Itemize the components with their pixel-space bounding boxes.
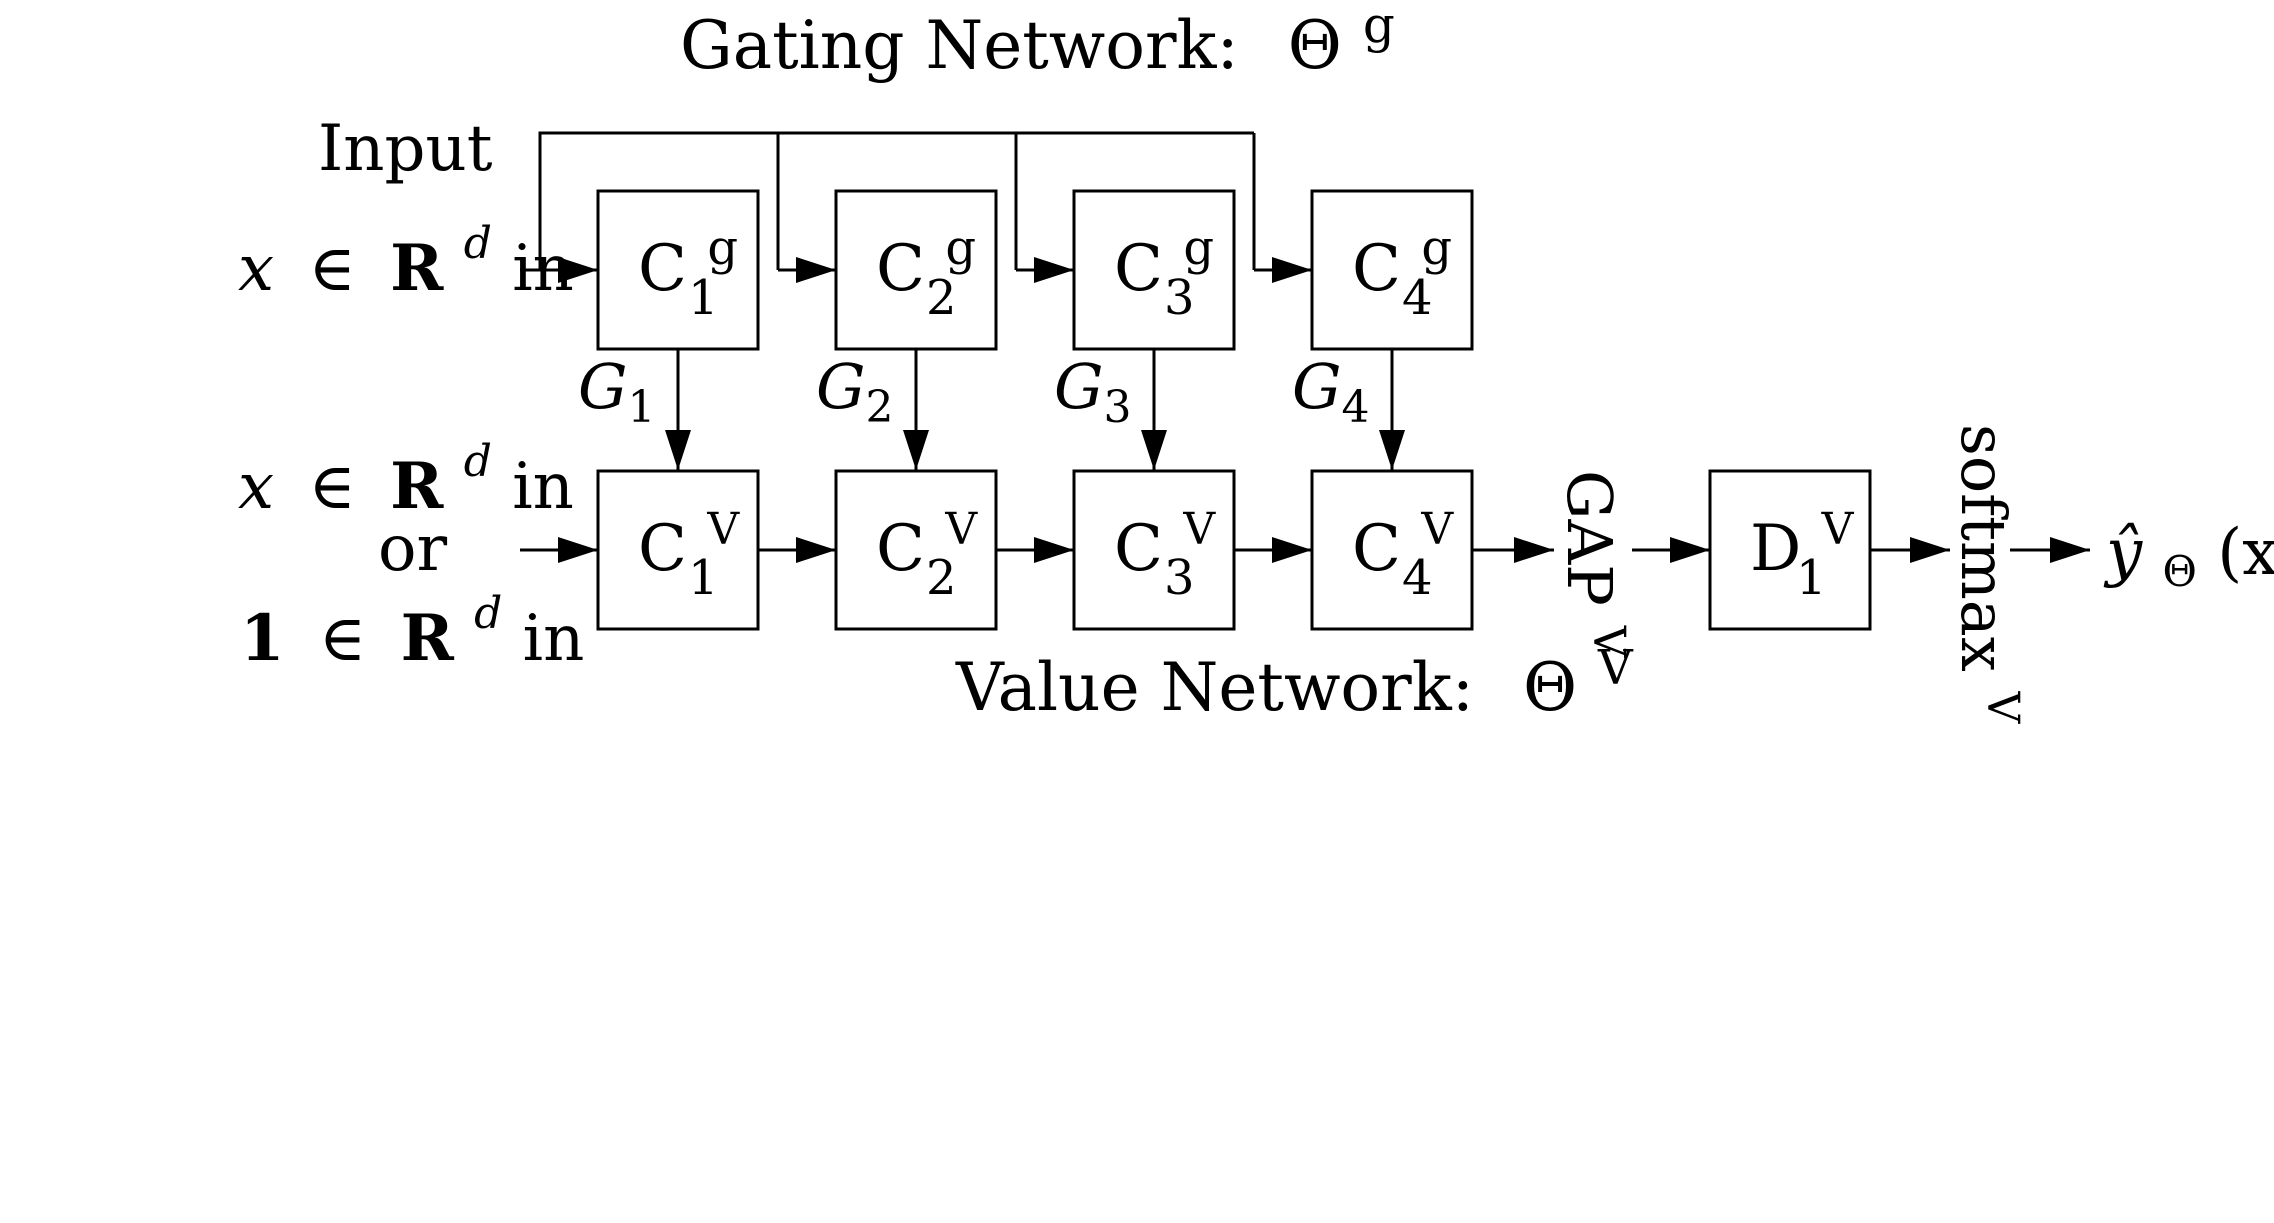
value-block-3-base: C — [1114, 512, 1163, 586]
gating-block-2: C g 2 — [834, 189, 998, 351]
gating-block-2-sub: 2 — [926, 270, 957, 326]
gating-network-label: Gating Network: — [680, 7, 1239, 84]
gate-label-2: G2 — [816, 350, 894, 433]
gating-block-3-sup: g — [1183, 220, 1214, 276]
softmax-sup: V — [1977, 690, 2028, 724]
reals-symbol: R — [401, 601, 455, 676]
gating-block-3-base: C — [1114, 232, 1163, 306]
value-block-3: C V 3 — [1072, 469, 1236, 631]
value-block-2-sub: 2 — [926, 550, 957, 606]
gate-label-3: G3 — [1054, 350, 1132, 433]
reals-symbol: R — [390, 231, 444, 306]
dimension-in: in — [523, 602, 585, 676]
input-x-symbol: x — [238, 232, 274, 306]
gating-block-3: C g 3 — [1072, 189, 1236, 351]
dimension-d: d — [464, 436, 492, 487]
output-label: ŷ Θ (x) — [2103, 516, 2274, 602]
value-theta-symbol: Θ — [1523, 649, 1577, 726]
dimension-d: d — [464, 218, 492, 269]
value-block-2-sup: V — [944, 504, 978, 555]
value-block-1: C V 1 — [596, 469, 760, 631]
output-theta-sub: Θ — [2163, 547, 2197, 596]
svg-text:C V 4: C V 4 — [1352, 486, 1473, 606]
gating-theta-symbol: Θ — [1288, 7, 1342, 84]
softmax-label: softmax V — [1947, 424, 2028, 724]
dense-block-sub: 1 — [1796, 550, 1827, 606]
value-block-4-base: C — [1352, 512, 1401, 586]
or-label: or — [378, 512, 448, 586]
gating-block-4-sup: g — [1421, 220, 1452, 276]
value-network-title: Value Network: Θ V — [955, 640, 1634, 726]
gating-theta-sup: g — [1363, 0, 1395, 54]
value-network-label: Value Network: — [955, 649, 1474, 726]
gap-text: GAP — [1553, 470, 1626, 606]
svg-text:C g 3: C g 3 — [1114, 206, 1234, 326]
gating-block-1-sub: 1 — [688, 270, 719, 326]
value-block-1-sub: 1 — [688, 550, 719, 606]
element-of-symbol: ∈ — [308, 450, 355, 524]
dimension-d: d — [474, 588, 502, 639]
output-arg: (x) — [2217, 516, 2274, 590]
reals-symbol: R — [390, 449, 444, 524]
output-y-hat: ŷ — [2103, 516, 2143, 590]
ones-vector-symbol: 1 — [240, 601, 285, 676]
gate-label-1: G1 — [578, 350, 656, 433]
value-block-2: C V 2 — [834, 469, 998, 631]
gating-block-2-sup: g — [945, 220, 976, 276]
value-block-4-sub: 4 — [1402, 550, 1433, 606]
svg-text:C V 2: C V 2 — [876, 486, 997, 606]
gating-input-bus — [538, 131, 1256, 270]
value-block-1-sup: V — [706, 504, 740, 555]
value-block-1-base: C — [638, 512, 687, 586]
value-block-3-sup: V — [1182, 504, 1216, 555]
element-of-symbol: ∈ — [319, 602, 366, 676]
value-block-2-base: C — [876, 512, 925, 586]
svg-text:C V 1: C V 1 — [638, 486, 759, 606]
gating-block-1-base: C — [638, 232, 687, 306]
value-block-4-sup: V — [1420, 504, 1454, 555]
value-input-expression: x ∈ R d in or 1 ∈ R d in — [238, 418, 584, 676]
gating-block-1-sup: g — [707, 220, 738, 276]
gap-label: GAP V — [1553, 470, 1634, 659]
gating-block-2-base: C — [876, 232, 925, 306]
value-input-x-symbol: x — [238, 450, 274, 524]
dense-block: D V 1 — [1708, 469, 1874, 631]
softmax-text: softmax — [1947, 424, 2020, 672]
svg-text:C g 2: C g 2 — [876, 206, 996, 326]
gating-block-4: C g 4 — [1310, 189, 1474, 351]
svg-text:C V 3: C V 3 — [1114, 486, 1235, 606]
svg-text:1 ∈ R d: 1 ∈ R d in — [240, 570, 584, 676]
svg-text:x ∈ R d: x ∈ R d in — [238, 418, 574, 524]
dimension-in: in — [512, 450, 574, 524]
gating-block-4-base: C — [1352, 232, 1401, 306]
svg-text:D V 1: D V 1 — [1750, 486, 1874, 606]
gap-sup: V — [1583, 625, 1634, 659]
svg-text:x ∈ R d: x ∈ R d in — [238, 200, 574, 306]
value-theta-sup: V — [1597, 640, 1634, 696]
element-of-symbol: ∈ — [308, 232, 355, 306]
value-block-4: C V 4 — [1310, 469, 1474, 631]
input-label: Input — [318, 112, 493, 186]
gating-network-title: Gating Network: Θ g — [680, 0, 1395, 84]
gating-block-4-sub: 4 — [1402, 270, 1433, 326]
value-block-3-sub: 3 — [1164, 550, 1195, 606]
svg-text:C g 4: C g 4 — [1352, 206, 1472, 326]
gating-block-3-sub: 3 — [1164, 270, 1195, 326]
dense-block-sup: V — [1821, 504, 1855, 555]
gate-label-4: G4 — [1292, 350, 1370, 433]
gate-arrows — [665, 349, 1405, 470]
gate-labels: G1 G2 G3 G4 — [578, 350, 1370, 433]
svg-text:C g 1: C g 1 — [638, 206, 758, 326]
dense-block-base: D — [1750, 512, 1801, 586]
top-input-expression: x ∈ R d in — [238, 200, 574, 306]
gating-block-1: C g 1 — [596, 189, 760, 351]
